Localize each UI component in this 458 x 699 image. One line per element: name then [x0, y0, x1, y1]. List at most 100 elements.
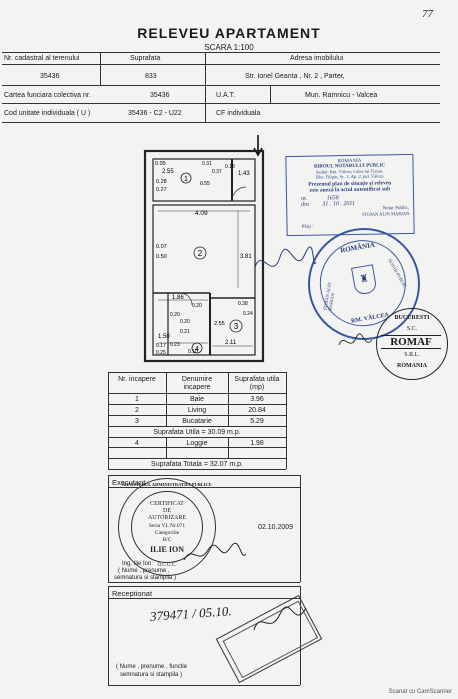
adresa-label: Adresa imobilului: [290, 55, 344, 62]
scale-label: SCARA 1:100: [204, 43, 254, 52]
executant-caption: semnatura si stampila ): [114, 575, 177, 581]
dimension-text: 0.07: [156, 244, 167, 250]
nr-cadastral-label: Nr. cadastral al terenului: [4, 55, 80, 62]
suprafata-totala: Suprafata Totala = 32.07 m.p.: [151, 461, 243, 468]
dimension-text: 0.10: [188, 349, 198, 355]
executant-date: 02.10.2009: [258, 524, 294, 531]
floor-plan: 2 3 4 1 0.05 2.55 0.31 0.37 1.43 0.28 0.…: [143, 135, 265, 363]
dimension-text: 0.28: [156, 179, 167, 185]
table-cell: 1.98: [250, 440, 264, 447]
dimension-text: 0.20: [180, 319, 190, 325]
room-number: 1: [184, 176, 188, 183]
table-cell: 3: [135, 418, 139, 425]
dimension-text: 0.24: [243, 311, 253, 317]
table-cell: 4: [135, 440, 139, 447]
dimension-text: 4.09: [195, 210, 208, 217]
executant-label: Executant: [112, 478, 146, 487]
column-header: Nr. incapere: [118, 376, 156, 383]
suprafata-utila: Suprafata Utila = 30.09 m.p.: [153, 429, 241, 436]
dimension-text: 0.38: [238, 301, 248, 307]
certificate-stamp-line: B/C: [162, 537, 172, 543]
table-cell: 5.29: [250, 418, 264, 425]
nr-cadastral-value: 35436: [40, 73, 60, 80]
table-cell: Baie: [189, 396, 204, 403]
company-stamp-name: ROMAF: [381, 335, 441, 349]
certificate-stamp-bottom: O.C.G.C.: [157, 563, 177, 568]
dimension-text: 1.50: [158, 334, 170, 340]
suprafata-label: Suprafata: [130, 55, 161, 62]
dimension-text: 0.17: [156, 343, 166, 349]
uat-label: U.A.T.: [216, 92, 236, 99]
notary-stamp: ROMANIA BIROUL NOTARULUI PUBLIC Sediul: …: [285, 153, 415, 237]
dimension-text: 0.55: [200, 181, 210, 187]
handwritten-number: 379471 / 05.10.: [149, 603, 233, 624]
dimension-text: 2.55: [162, 169, 174, 175]
signature-scribble: [338, 333, 373, 346]
bath-wall: [152, 158, 256, 202]
adresa-value: Str. Ionel Geanta , Nr. 2 , Parter,: [245, 73, 345, 80]
dimension-text: 0.05: [155, 161, 166, 167]
executant-caption: ( Nume , prenume ,: [118, 568, 170, 574]
column-header: Suprafata utila (mp): [234, 376, 280, 391]
signature-scribble: [254, 246, 317, 268]
company-stamp-sc: S.C.: [406, 326, 418, 332]
table-cell: Loggie: [186, 440, 208, 447]
dimension-text: 0.20: [192, 303, 202, 309]
room-1-marker: [180, 172, 192, 184]
signature-scribble: [183, 542, 247, 561]
certificate-stamp-name: ILIE ION: [149, 545, 184, 554]
dimension-text: 0.18: [225, 164, 235, 170]
table-cell: 3.96: [250, 396, 264, 403]
dimension-text: 1.86: [172, 295, 184, 301]
company-stamp: BUCURESTI S.C. ROMAF S.R.L. ROMANIA: [376, 308, 448, 380]
scanner-watermark: Scanat cu CamScanner: [388, 689, 452, 695]
dimension-text: 2.55: [214, 321, 225, 327]
room-4-marker: [191, 342, 203, 354]
room-number: 2: [198, 249, 203, 258]
dimension-text: 0.37: [212, 169, 222, 175]
door-swing: [179, 292, 193, 306]
room-number: 3: [234, 322, 239, 331]
dimension-text: 0.23: [170, 342, 180, 348]
dimension-text: 0.31: [202, 161, 212, 167]
dimension-text: 1.43: [238, 171, 250, 177]
cod-unitate-label: Cod unitate individuala ( U ): [4, 110, 91, 117]
notary-stamp-line: Bloc Filipin, Sc. 2, Ap. 2, jud. Vâlcea: [315, 173, 384, 180]
dimension-text: 0.50: [156, 254, 167, 260]
dimension-text: 2.11: [225, 340, 237, 346]
certificate-stamp-line: DE: [163, 508, 171, 514]
receptionat-label: Receptionat: [112, 589, 153, 598]
receptionat-caption: ( Nume , prenume , functie: [116, 664, 188, 670]
certificate-stamp-line: Categoriile: [154, 530, 180, 536]
certificate-stamp-line: CERTIFICAT: [150, 501, 184, 507]
notary-din-label: din: [301, 201, 309, 208]
table-cell: Bucatarie: [182, 418, 212, 425]
table-cell: 1: [135, 396, 139, 403]
cod-unitate-value: 35436 - C2 - U22: [128, 110, 182, 117]
door-swing: [231, 186, 247, 202]
notary-din-value: 31 . 10 . 2011: [322, 200, 355, 208]
suprafata-value: 833: [145, 73, 157, 80]
page-number: 77: [422, 8, 433, 20]
room-3-marker: [229, 319, 243, 333]
cf-colectiva-value: 35436: [150, 92, 170, 99]
certificate-stamp-ring: MINISTERUL ADMINISTRATIEI PUBLICE: [122, 482, 212, 487]
room-number: 4: [195, 346, 199, 353]
document-title: RELEVEU APARTAMENT: [137, 25, 321, 41]
cf-individuala-label: CF individuala: [216, 110, 261, 117]
table-cell: 20.84: [248, 407, 266, 414]
certificate-stamp: MINISTERUL ADMINISTRATIEI PUBLICE CERTIF…: [118, 478, 216, 576]
table-cell: Living: [187, 407, 207, 414]
company-stamp-srl: S.R.L.: [404, 352, 420, 358]
dimension-text: 0.27: [156, 187, 167, 193]
dimension-text: 3.81: [240, 254, 252, 260]
company-stamp-bottom: ROMANIA: [397, 363, 427, 369]
company-stamp-top: BUCURESTI: [394, 315, 430, 321]
signature-scribble: [253, 606, 307, 631]
receptionat-caption: semnatura si stampila ): [120, 672, 183, 678]
room-2-marker: [193, 246, 207, 260]
column-header: Denumire incapere: [181, 376, 213, 391]
certificate-stamp-line: Seria VL Nr.071: [148, 523, 186, 529]
notary-stamp-line: este anexă la actul autentificat sub: [309, 186, 391, 194]
notary-notar-name: STOIAN ALIN MARIAN: [361, 210, 410, 217]
